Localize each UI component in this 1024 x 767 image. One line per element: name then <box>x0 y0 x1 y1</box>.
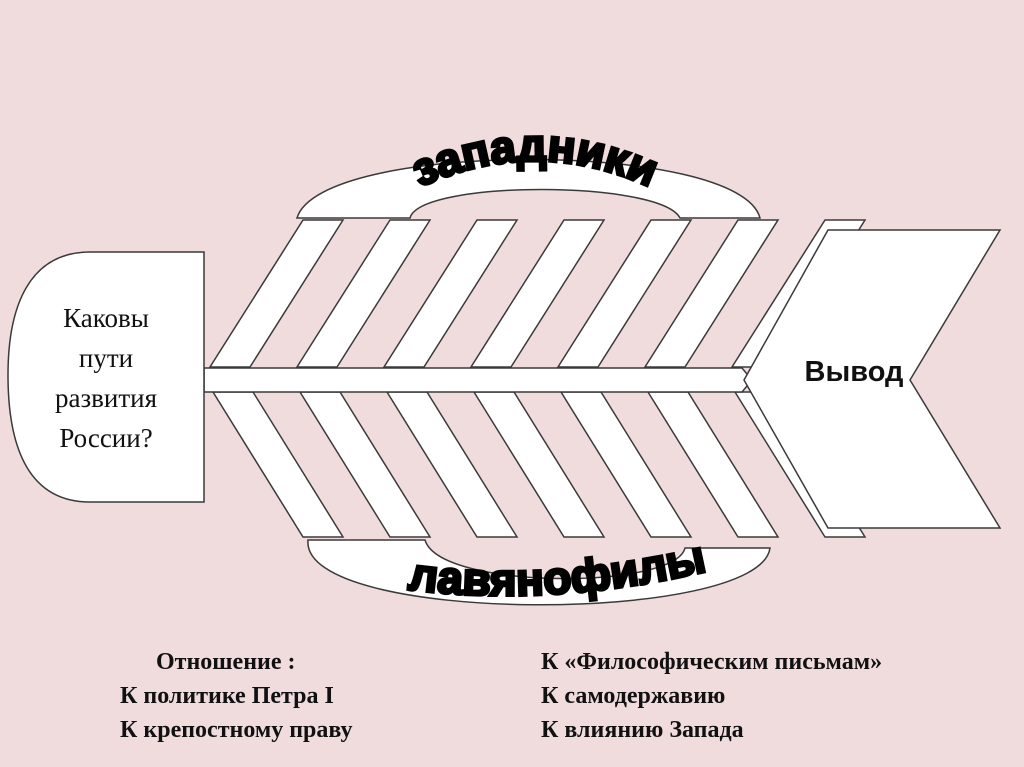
fish-tail <box>743 229 1002 529</box>
top-bone-3 <box>382 219 519 368</box>
question-line-1: Каковы <box>63 303 149 333</box>
central-question: Каковы пути развития России? <box>16 298 196 458</box>
criteria-heading: Отношение : <box>156 649 296 675</box>
conclusion-label: Вывод <box>804 356 904 388</box>
top-bone-5 <box>556 219 693 368</box>
question-line-3: развития <box>54 383 157 413</box>
criteria-left-column: Отношение : К политике Петра I К крепост… <box>120 645 353 747</box>
top-arc-band <box>295 158 761 219</box>
top-bone-4 <box>469 219 606 368</box>
fish-head <box>7 251 205 503</box>
top-bone-1 <box>208 219 345 368</box>
criteria-item: К «Философическим письмам» <box>541 649 883 675</box>
top-bone-6 <box>643 219 780 368</box>
criteria-right-column: К «Философическим письмам» К самодержави… <box>541 645 882 747</box>
criteria-item: К политике Петра I <box>120 683 334 709</box>
question-line-4: России? <box>59 423 153 453</box>
question-line-2: пути <box>78 343 134 373</box>
top-bone-2 <box>295 219 432 368</box>
bottom-arc-band <box>307 539 771 606</box>
criteria-item: К влиянию Запада <box>541 717 744 743</box>
criteria-item: К крепостному праву <box>120 717 353 743</box>
criteria-item: К самодержавию <box>541 683 726 709</box>
spine <box>203 367 753 393</box>
